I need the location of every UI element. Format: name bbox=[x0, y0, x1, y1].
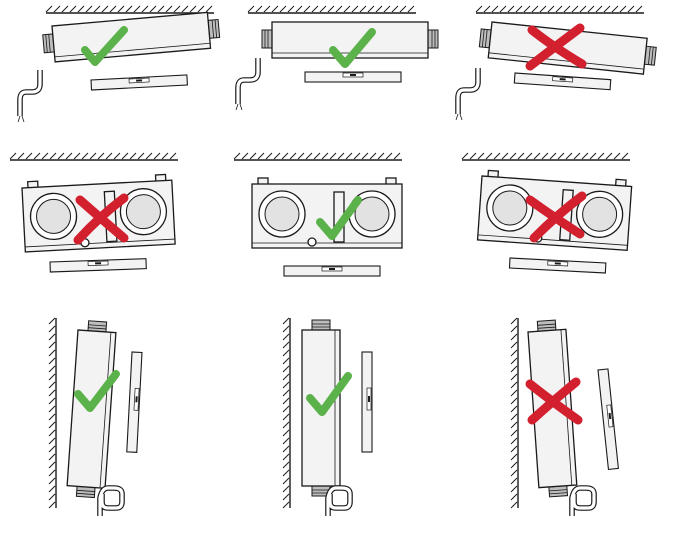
panel-end-view-tilt-left bbox=[9, 152, 179, 273]
cross-icon bbox=[525, 377, 583, 425]
check-icon bbox=[329, 28, 376, 68]
wall-surface bbox=[48, 317, 57, 509]
panel-wall-tilt-drain-side bbox=[48, 317, 143, 516]
panel-wall-plumb bbox=[282, 317, 373, 516]
ceiling-surface bbox=[475, 5, 645, 14]
ceiling-surface bbox=[247, 5, 417, 14]
condensate-trap bbox=[569, 485, 597, 516]
ventilation-unit bbox=[41, 10, 222, 64]
panel-end-view-tilt-right bbox=[461, 152, 633, 274]
condensate-trap bbox=[97, 485, 125, 516]
spirit-level bbox=[90, 74, 188, 91]
ventilation-unit bbox=[251, 177, 403, 249]
condensate-trap bbox=[325, 485, 353, 516]
ceiling-surface bbox=[9, 152, 179, 161]
check-icon bbox=[306, 372, 352, 416]
ventilation-unit bbox=[477, 20, 658, 76]
panel-end-view-level bbox=[233, 152, 403, 277]
cross-icon bbox=[73, 193, 129, 245]
panel-ceiling-tilt-away bbox=[456, 5, 658, 120]
panel-ceiling-level bbox=[236, 5, 439, 110]
check-icon bbox=[81, 26, 128, 66]
ceiling-surface bbox=[461, 152, 631, 161]
spirit-level bbox=[283, 265, 381, 277]
condensate-trap bbox=[18, 70, 40, 122]
panel-ceiling-tilt-drain-side bbox=[18, 5, 222, 122]
check-icon bbox=[316, 196, 362, 240]
spirit-level bbox=[513, 72, 612, 91]
panel-wall-tilt-away bbox=[510, 317, 619, 516]
spirit-level bbox=[508, 257, 607, 274]
cross-icon bbox=[525, 23, 587, 71]
ceiling-surface bbox=[45, 5, 215, 14]
spirit-level bbox=[49, 258, 147, 273]
wall-surface bbox=[510, 317, 519, 509]
spirit-level bbox=[304, 71, 402, 83]
spirit-level bbox=[597, 368, 619, 471]
cross-icon bbox=[525, 191, 587, 243]
condensate-trap bbox=[236, 58, 258, 110]
wall-surface bbox=[282, 317, 291, 509]
ceiling-surface bbox=[233, 152, 403, 161]
ventilation-unit bbox=[476, 169, 633, 251]
spirit-level bbox=[361, 351, 373, 453]
ventilation-unit bbox=[526, 318, 579, 499]
condensate-trap bbox=[456, 68, 478, 120]
spirit-level bbox=[126, 351, 143, 453]
check-icon bbox=[74, 370, 120, 412]
